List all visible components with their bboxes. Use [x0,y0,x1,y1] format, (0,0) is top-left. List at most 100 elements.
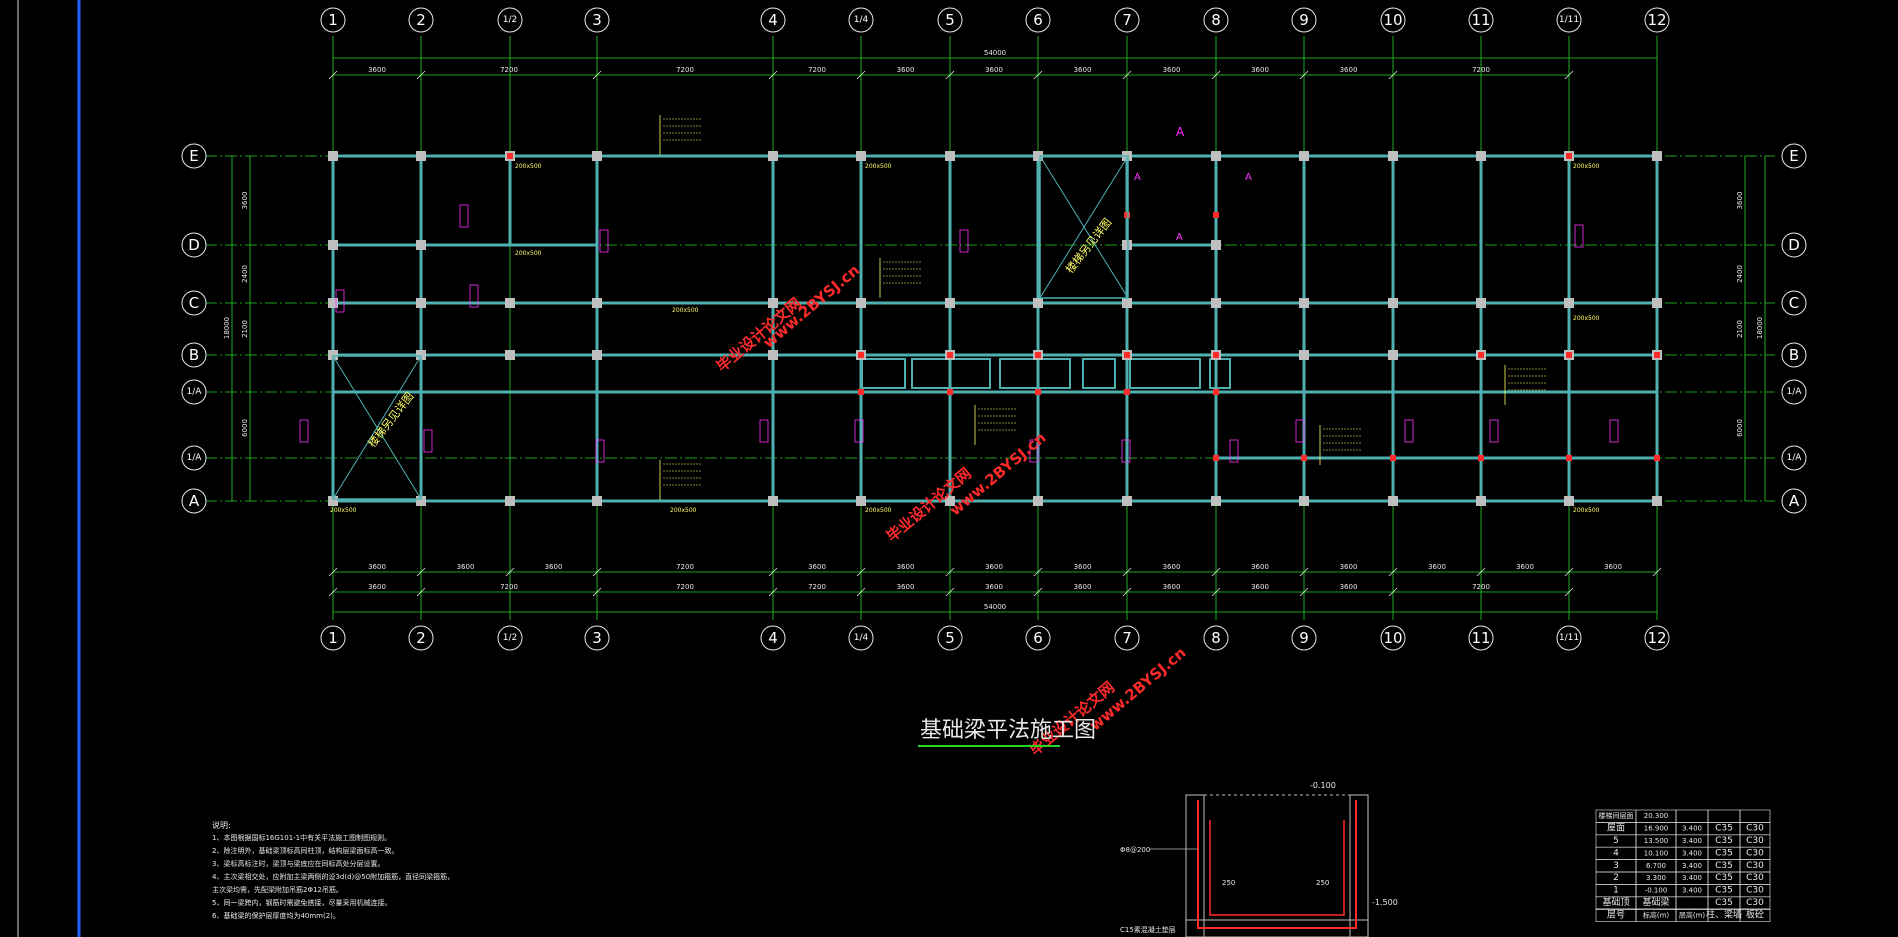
beam-layer [331,154,1659,503]
bottom-dim-2-tick [945,587,955,597]
bottom-dim-2-label: 3600 [368,583,386,591]
top-dim-tick [945,70,955,80]
grid-bubble-column [848,7,874,33]
column [416,298,426,308]
table-cell-text: 3.400 [1682,887,1702,895]
beam-annotation-box [1229,439,1239,463]
grid-bubble-label: 8 [1211,629,1221,647]
beam-annotation-box [1295,419,1305,443]
beam-annotation-box [1029,439,1039,463]
beam-joint-marker [1566,455,1572,461]
notes-block: 说明: 1、本图根据国标16G101-1中有关平法施工图制图规则。 2、除注明外… [212,820,454,920]
grid-bubble-column [408,625,434,651]
column [1299,350,1309,360]
column [1652,298,1662,308]
grid-bubble-column [1203,7,1229,33]
bottom-dim-tick [505,567,515,577]
bottom-dim-2-tick [768,587,778,597]
grid-bubble-label: 2 [416,11,426,29]
column [592,298,602,308]
bottom-dim-tick [328,567,338,577]
table-cell-text: 3.300 [1646,874,1666,882]
table-cell-text: 基础梁 [1642,896,1669,908]
bottom-dim-2-label: 3600 [1163,583,1181,591]
column [1211,151,1221,161]
section-marker-label: A [1134,172,1141,183]
grid-bubble-row [181,290,207,316]
table-cell-text: C35 [1715,836,1733,846]
bottom-dim-2-label: 3600 [1251,583,1269,591]
section-marker-label: A [1176,125,1185,139]
beam-joint-marker [1213,389,1219,395]
bottom-dim-2-label: 3600 [897,583,915,591]
note-line: 4、主次梁相交处，应附加主梁两侧的设3d(d)@50附加箍筋，直径同梁箍筋， [212,872,454,881]
column [856,496,866,506]
bottom-dim-tick [945,567,955,577]
note-line: 6、基础梁的保护层厚度均为40mm(2)。 [212,911,340,920]
column [1564,496,1574,506]
bottom-dim-tick [1652,567,1662,577]
table-cell-text: C30 [1746,898,1764,908]
section-marker: A A A A [1134,125,1252,243]
grid-bubble-label: 2 [416,629,426,647]
column [416,240,426,250]
beam-joint-marker [1478,352,1484,358]
table-cell-text: 基础顶 [1602,896,1629,908]
column [1388,151,1398,161]
grid-bubble-label: 12 [1647,629,1666,647]
bottom-dim-2-tick [1564,587,1574,597]
grid-bubble-row [181,342,207,368]
table-cell-text: 5 [1613,836,1619,846]
bottom-dim-tick [592,567,602,577]
grid-bubble-column [408,7,434,33]
grid-bubble-label: 12 [1647,11,1666,29]
beam-annotation-box [595,439,605,463]
column [505,298,515,308]
table-cell-text: C35 [1715,898,1733,908]
grid-bubble-label: 7 [1122,629,1132,647]
grid-bubble-row [1781,379,1807,405]
top-dim-tick [1211,70,1221,80]
grid-bubble-row [181,488,207,514]
column [416,151,426,161]
beam-size-tag: 200x500 [515,250,542,257]
bottom-dim-2-tick [416,587,426,597]
top-dim-tick [1388,70,1398,80]
grid-bubble-row [181,379,207,405]
grid-bubble-column [1114,625,1140,651]
bottom-dim-label: 3600 [1074,563,1092,571]
beam-size-tag: 200x500 [672,307,699,314]
grid-bubble-label: A [1789,492,1800,510]
bottom-dim-tick [1122,567,1132,577]
grid-bubble-column [1380,625,1406,651]
table-cell-text: 层号 [1607,909,1625,920]
bottom-dim-2-label: 7200 [808,583,826,591]
top-dim-label: 3600 [1251,66,1269,74]
bottom-dim-label: 3600 [368,563,386,571]
bottom-dim-2-label: 3600 [1340,583,1358,591]
table-cell-text: C35 [1715,886,1733,896]
column [1476,496,1486,506]
grid-bubble-column [1291,625,1317,651]
grid-bubble-column [320,625,346,651]
table-cell-text: 屋面 [1607,823,1625,834]
bottom-dim-2-label: 3600 [985,583,1003,591]
bottom-dim-tick [1476,567,1486,577]
table-cell [1675,896,1709,910]
grid-bubble-column [760,625,786,651]
table-cell-text: 楼梯间层面 [1599,811,1634,820]
top-dim-label: 7200 [808,66,826,74]
table-cell-text: 2 [1613,873,1619,883]
table-cell-text: 3.400 [1682,862,1702,870]
column [328,151,338,161]
beam-size-tag: 200x500 [1573,507,1600,514]
grid-bubble-row [1781,290,1807,316]
table-cell-text: 3 [1613,861,1619,871]
grid-bubble-label: 9 [1299,11,1309,29]
column [1299,151,1309,161]
grid-bubble-label: C [189,294,199,312]
bottom-dim-2-tick [1388,587,1398,597]
table-cell-text: C30 [1746,848,1764,858]
column [328,240,338,250]
grid-bubble-label: 3 [592,629,602,647]
